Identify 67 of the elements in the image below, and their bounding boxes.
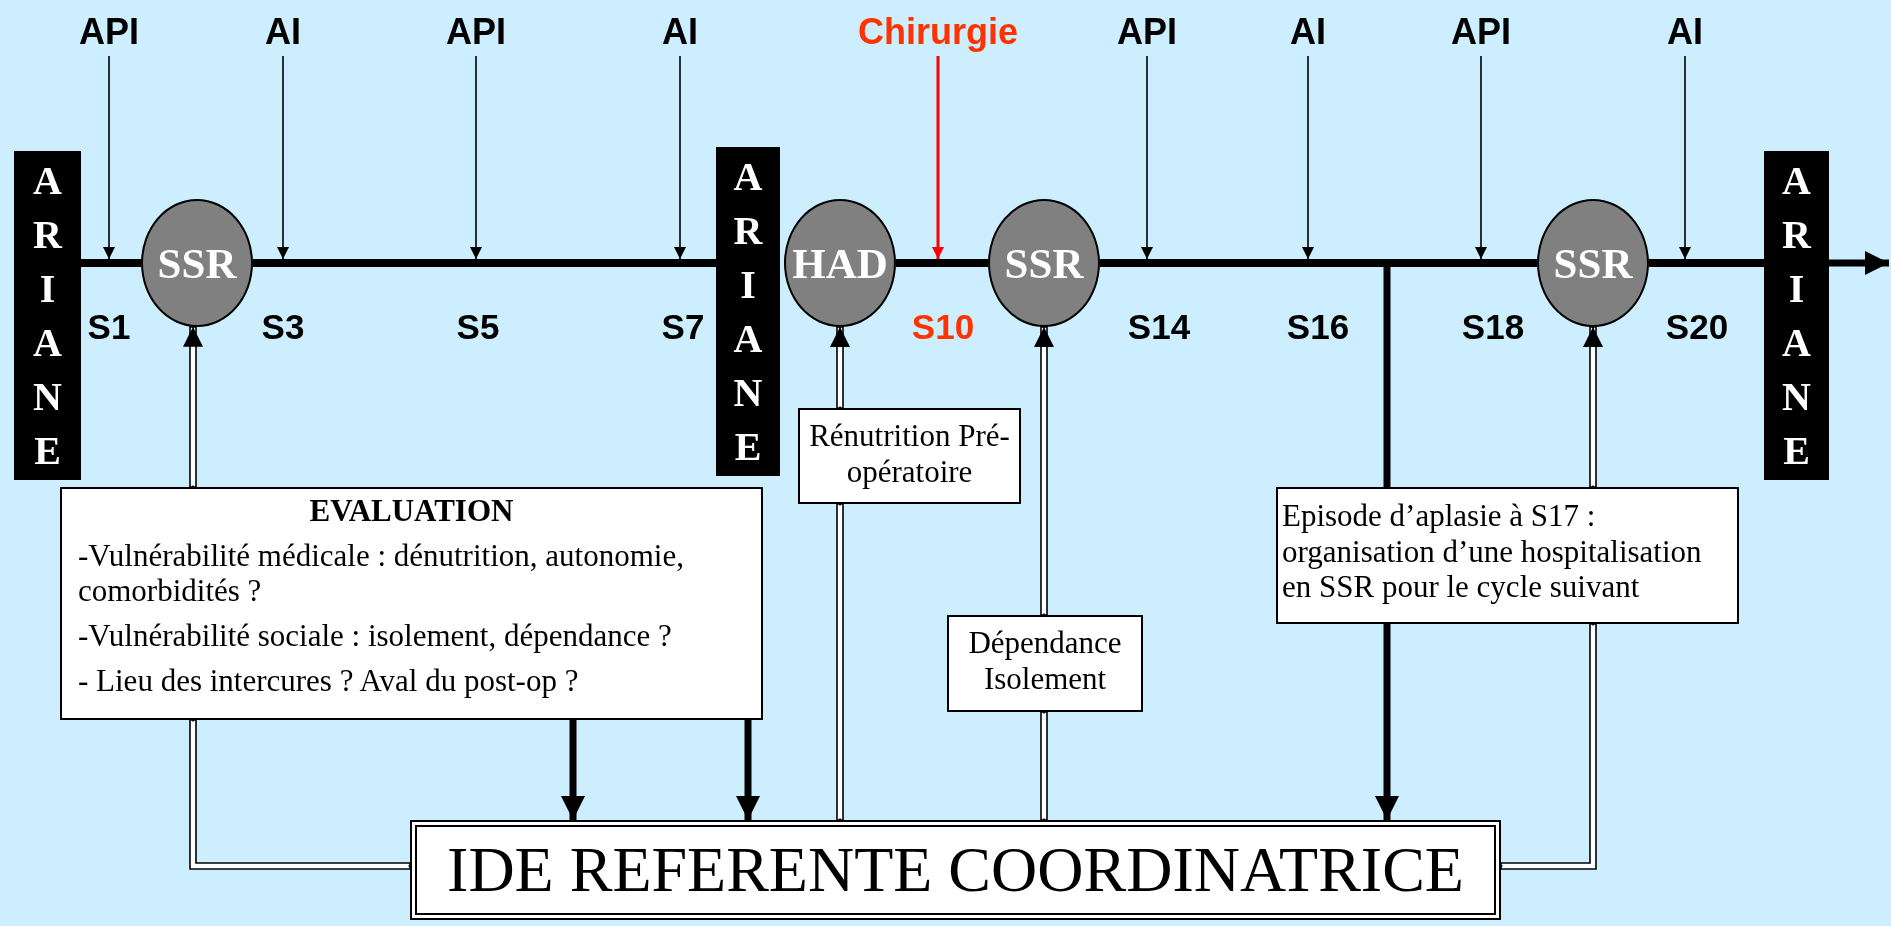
banner-text: ARIANE [1781,156,1813,475]
node-label: SSR [157,238,237,288]
box-text: Episode d’aplasie à S17 : organisation d’une hospitalisation en SSR pour le cycle suivant [1282,498,1703,605]
week-label: S1 [86,309,132,345]
arrow [1375,624,1399,820]
timeline-label: API [1077,10,1217,56]
timeline-label: API [1411,10,1551,56]
note-box [1276,487,1739,624]
timeline-label: Chirurgie [833,10,1043,56]
node-label: SSR [1553,238,1633,288]
week-label: S7 [660,309,706,345]
title-text: IDE REFERENTE COORDINATRICE [447,833,1464,907]
arrow [932,56,944,259]
connector-line [836,503,844,821]
timeline-bar [81,259,141,267]
node-label: SSR [1004,238,1084,288]
banner-text: ARIANE [732,152,764,471]
box-text: Rénutrition Pré-opératoire [808,418,1011,490]
week-label: S10 [910,309,976,345]
vertical-banner [716,147,780,476]
vertical-banner [14,151,81,480]
arrow [1141,55,1153,260]
arrow [674,55,686,260]
note-box [60,487,763,720]
arrow [1679,55,1691,260]
arrow [103,55,115,260]
arrow [1829,251,1889,275]
arrow [830,326,850,409]
timeline-bar [896,259,988,267]
week-label: S16 [1285,309,1351,345]
week-label: S18 [1460,309,1526,345]
arrow [1583,326,1603,488]
arrow [736,720,760,820]
arrow [277,55,289,260]
box-heading: EVALUATION [308,493,515,529]
week-label: S20 [1664,309,1730,345]
timeline-label: AI [213,10,353,56]
timeline-bar [1649,259,1764,267]
connector-line [1500,623,1597,870]
week-label: S5 [455,309,501,345]
timeline-label: API [406,10,546,56]
arrow [1302,55,1314,260]
week-label: S3 [260,309,306,345]
box-text: -Vulnérabilité médicale : dénutrition, autonomie, comorbidités ? [78,537,685,609]
connector-line [189,719,411,870]
timeline-label: AI [1615,10,1755,56]
arrow [183,326,203,488]
arrow [470,55,482,260]
arrow [1475,55,1487,260]
connector-line [1040,711,1048,821]
node-label: HAD [792,238,888,288]
note-box [798,408,1021,504]
timeline-label: API [39,10,179,56]
timeline-bar [253,259,716,267]
vertical-banner [1764,151,1829,480]
timeline-bar [1100,259,1537,267]
note-box [947,615,1143,712]
timeline-label: AI [610,10,750,56]
timeline-label: AI [1238,10,1378,56]
title-box [410,820,1501,920]
week-label: S14 [1126,309,1192,345]
arrow [561,720,585,820]
box-text: -Vulnérabilité sociale : isolement, dépendance ? [78,617,673,654]
box-text: Dépendance Isolement [967,625,1123,697]
arrow [1034,326,1054,616]
box-text: - Lieu des intercures ? Aval du post-op ? [78,662,580,699]
banner-text: ARIANE [32,156,64,475]
